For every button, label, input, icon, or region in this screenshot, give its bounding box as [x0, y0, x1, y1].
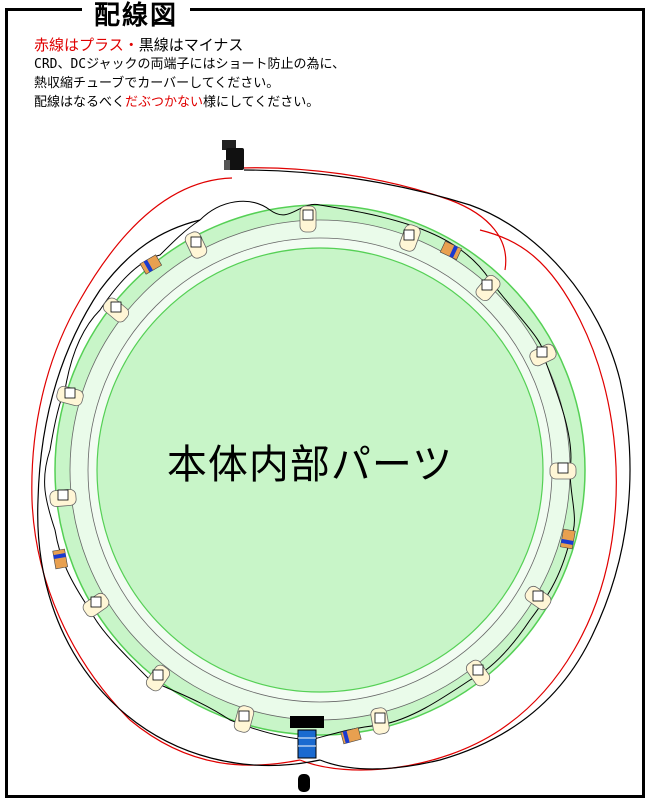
led-icon [233, 705, 255, 733]
diagram-frame: 配線図 [5, 3, 645, 798]
minus-wire-left [37, 219, 321, 766]
led-icon [145, 664, 171, 692]
led-chain-wire [44, 200, 575, 741]
note-line-1: CRD、DCジャックの両端子にはショート防止の為に、 [34, 57, 346, 72]
note-line-3-suffix: 様にしてください。 [203, 95, 320, 110]
instruction-notes: 赤線はプラス・黒線はマイナス CRD、DCジャックの両端子にはショート防止の為に… [34, 36, 345, 112]
crd-icon [290, 716, 324, 759]
red-wire-legend: 赤線はプラス・ [34, 36, 139, 54]
led-icon [82, 592, 110, 618]
wire-legend: 赤線はプラス・黒線はマイナス [34, 36, 345, 55]
led-icon [549, 462, 577, 480]
black-wire-legend: 黒線はマイナス [138, 36, 244, 54]
center-label: 本体内部パーツ [166, 442, 454, 488]
led-icon [299, 205, 317, 233]
inner-board [96, 247, 544, 693]
resistor-icon [52, 548, 68, 570]
led-icon [370, 707, 390, 735]
note-line-3-prefix: 配線はなるべく [34, 95, 126, 110]
resistor-icon [439, 240, 462, 261]
resistor-icon [560, 528, 576, 550]
minus-wire-right [243, 169, 631, 770]
resistor-icon [139, 254, 163, 275]
bottom-connector-icon [298, 774, 310, 792]
note-line-3-emphasis: だぶつかない [125, 95, 204, 110]
plus-wire-right [299, 229, 617, 771]
led-icon [529, 343, 557, 367]
led-icon [475, 274, 501, 302]
led-icon [49, 488, 77, 508]
led-icon [56, 385, 84, 407]
led-icon [102, 297, 130, 323]
led-icon [399, 224, 421, 252]
dc-jack-icon [222, 140, 244, 170]
led-icon [465, 659, 491, 687]
note-line-2: 熱収縮チューブでカーバーしてください。 [34, 76, 280, 91]
diagram-title: 配線図 [82, 3, 191, 29]
led-icon [184, 231, 208, 259]
resistor-icon [340, 727, 362, 745]
plus-wire-left [31, 177, 301, 766]
note-line-3: 配線はなるべくだぶつかない様にしてください。 [34, 93, 345, 112]
led-icon [524, 585, 552, 611]
